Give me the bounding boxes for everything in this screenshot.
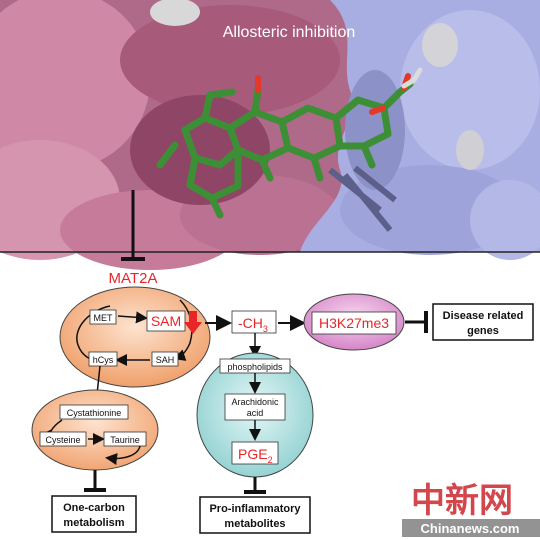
cysteine-label: Cysteine [45,435,80,445]
blue-lobe [470,180,540,260]
hcys-label: hCys [93,355,114,365]
sah-box [151,351,179,367]
blue-groove-shadow [345,70,405,190]
grey-surface-patch [150,0,200,26]
sam-decrease-arrow [184,311,202,334]
disease-genes-box [432,303,534,341]
pink-lobe [120,5,340,115]
grey-surface-patch [422,23,458,67]
one-carbon-line2: metabolism [63,517,124,529]
met-label: MET [94,313,114,323]
met-box [89,309,117,325]
inhibition-arrow-disease-genes [405,311,428,333]
panel-title: Allosteric inhibition [223,24,356,41]
cysteine-box [39,431,87,447]
sah-label: SAH [156,355,175,365]
pink-lobe [0,0,150,170]
pro-inflammatory-line2: metabolites [224,518,285,530]
grey-surface-patch [456,130,484,170]
pge2-label: PGE2 [238,446,273,465]
methyl-box [231,310,277,334]
one-carbon-box [51,495,137,533]
protein-strand [328,165,397,232]
watermark-url-bg [402,519,540,537]
inhibition-arrow-ligand-to-mat2a [121,190,145,261]
taurine-label: Taurine [110,435,140,445]
arachidonic-line2: acid [247,408,264,418]
pro-inflammatory-box [199,496,311,534]
mat2a-label: MAT2A [109,270,158,287]
inhibition-arrow-pro-inflammatory [244,477,266,494]
pro-inflammatory-line1: Pro-inflammatory [209,503,301,515]
taurine-box [103,431,147,447]
histone-box [311,311,397,335]
arachidonic-line1: Arachidonic [231,397,279,407]
cystathionine-label: Cystathionine [67,408,122,418]
cystathionine-box [59,404,129,420]
methyl-label: -CH3 [238,315,268,334]
histone-label: H3K27me3 [319,315,389,331]
inhibition-arrow-one-carbon [84,470,106,492]
arachidonic-acid-box [224,393,286,421]
sam-label: SAM [151,313,181,329]
hcys-box [88,351,118,367]
protein-structure-panel: Allosteric inhibition [0,0,540,270]
met-to-sam-arrow [117,311,148,324]
disease-genes-line2: genes [467,325,499,337]
ligand-methyl-group [401,67,423,89]
chinanews-watermark: 中新网 Chinanews.com [402,482,540,537]
cycle-arrow [105,445,141,466]
one-carbon-line1: One-carbon [63,502,125,514]
cycle-arrow [173,299,193,361]
chinanews-url: Chinanews.com [421,521,520,536]
sam-box [146,310,186,332]
pge2-box [231,441,279,465]
chinanews-logo: 中新网 [411,482,513,520]
methionine-cycle-ellipse [59,286,211,388]
disease-genes-line1: Disease related [443,310,524,322]
phospholipids-label: phospholipids [227,362,283,372]
